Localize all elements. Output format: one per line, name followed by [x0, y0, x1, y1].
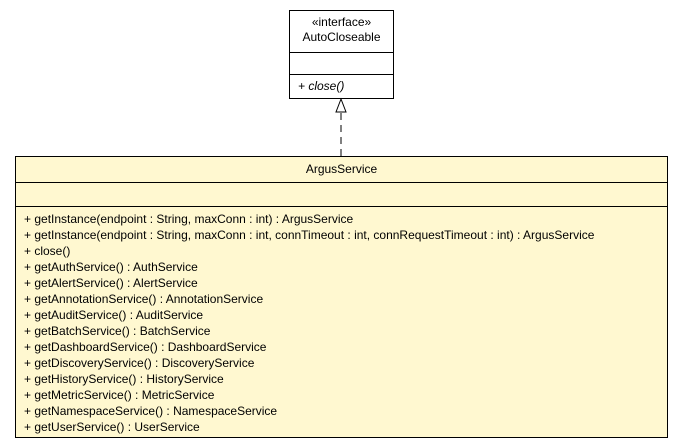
- class-operation: + getNamespaceService() : NamespaceServi…: [24, 404, 278, 418]
- class-attributes-compartment: [16, 182, 667, 206]
- interface-name-compartment: «interface» AutoCloseable: [290, 11, 393, 52]
- class-name-compartment: ArgusService: [16, 157, 667, 182]
- class-operation: + getUserService() : UserService: [24, 420, 200, 434]
- interface-attributes-compartment: [290, 52, 393, 74]
- class-operation: + getHistoryService() : HistoryService: [24, 372, 224, 386]
- interface-operation: + close(): [298, 79, 345, 93]
- class-operation: + getBatchService() : BatchService: [24, 324, 211, 338]
- class-name: ArgusService: [305, 162, 378, 176]
- class-operation: + getInstance(endpoint : String, maxConn…: [24, 212, 354, 226]
- class-operation: + getAuditService() : AuditService: [24, 308, 204, 322]
- class-operation: + close(): [24, 244, 71, 258]
- interface-name: AutoCloseable: [302, 30, 381, 44]
- class-operation: + getAnnotationService() : AnnotationSer…: [24, 292, 264, 306]
- realization-arrowhead: [335, 97, 347, 113]
- class-operation: + getDashboardService() : DashboardServi…: [24, 340, 267, 354]
- class-argusservice: ArgusService + getInstance(endpoint : St…: [15, 156, 668, 438]
- class-operation: + getAlertService() : AlertService: [24, 276, 198, 290]
- class-operations-compartment: + getInstance(endpoint : String, maxConn…: [16, 206, 667, 435]
- interface-stereotype: «interface»: [311, 15, 372, 29]
- interface-operations-compartment: + close(): [290, 74, 393, 94]
- class-operation: + getDiscoveryService() : DiscoveryServi…: [24, 356, 255, 370]
- interface-autocloseable: «interface» AutoCloseable + close(): [289, 10, 394, 99]
- class-operation: + getAuthService() : AuthService: [24, 260, 198, 274]
- class-operation: + getInstance(endpoint : String, maxConn…: [24, 228, 595, 242]
- class-operation: + getMetricService() : MetricService: [24, 388, 215, 402]
